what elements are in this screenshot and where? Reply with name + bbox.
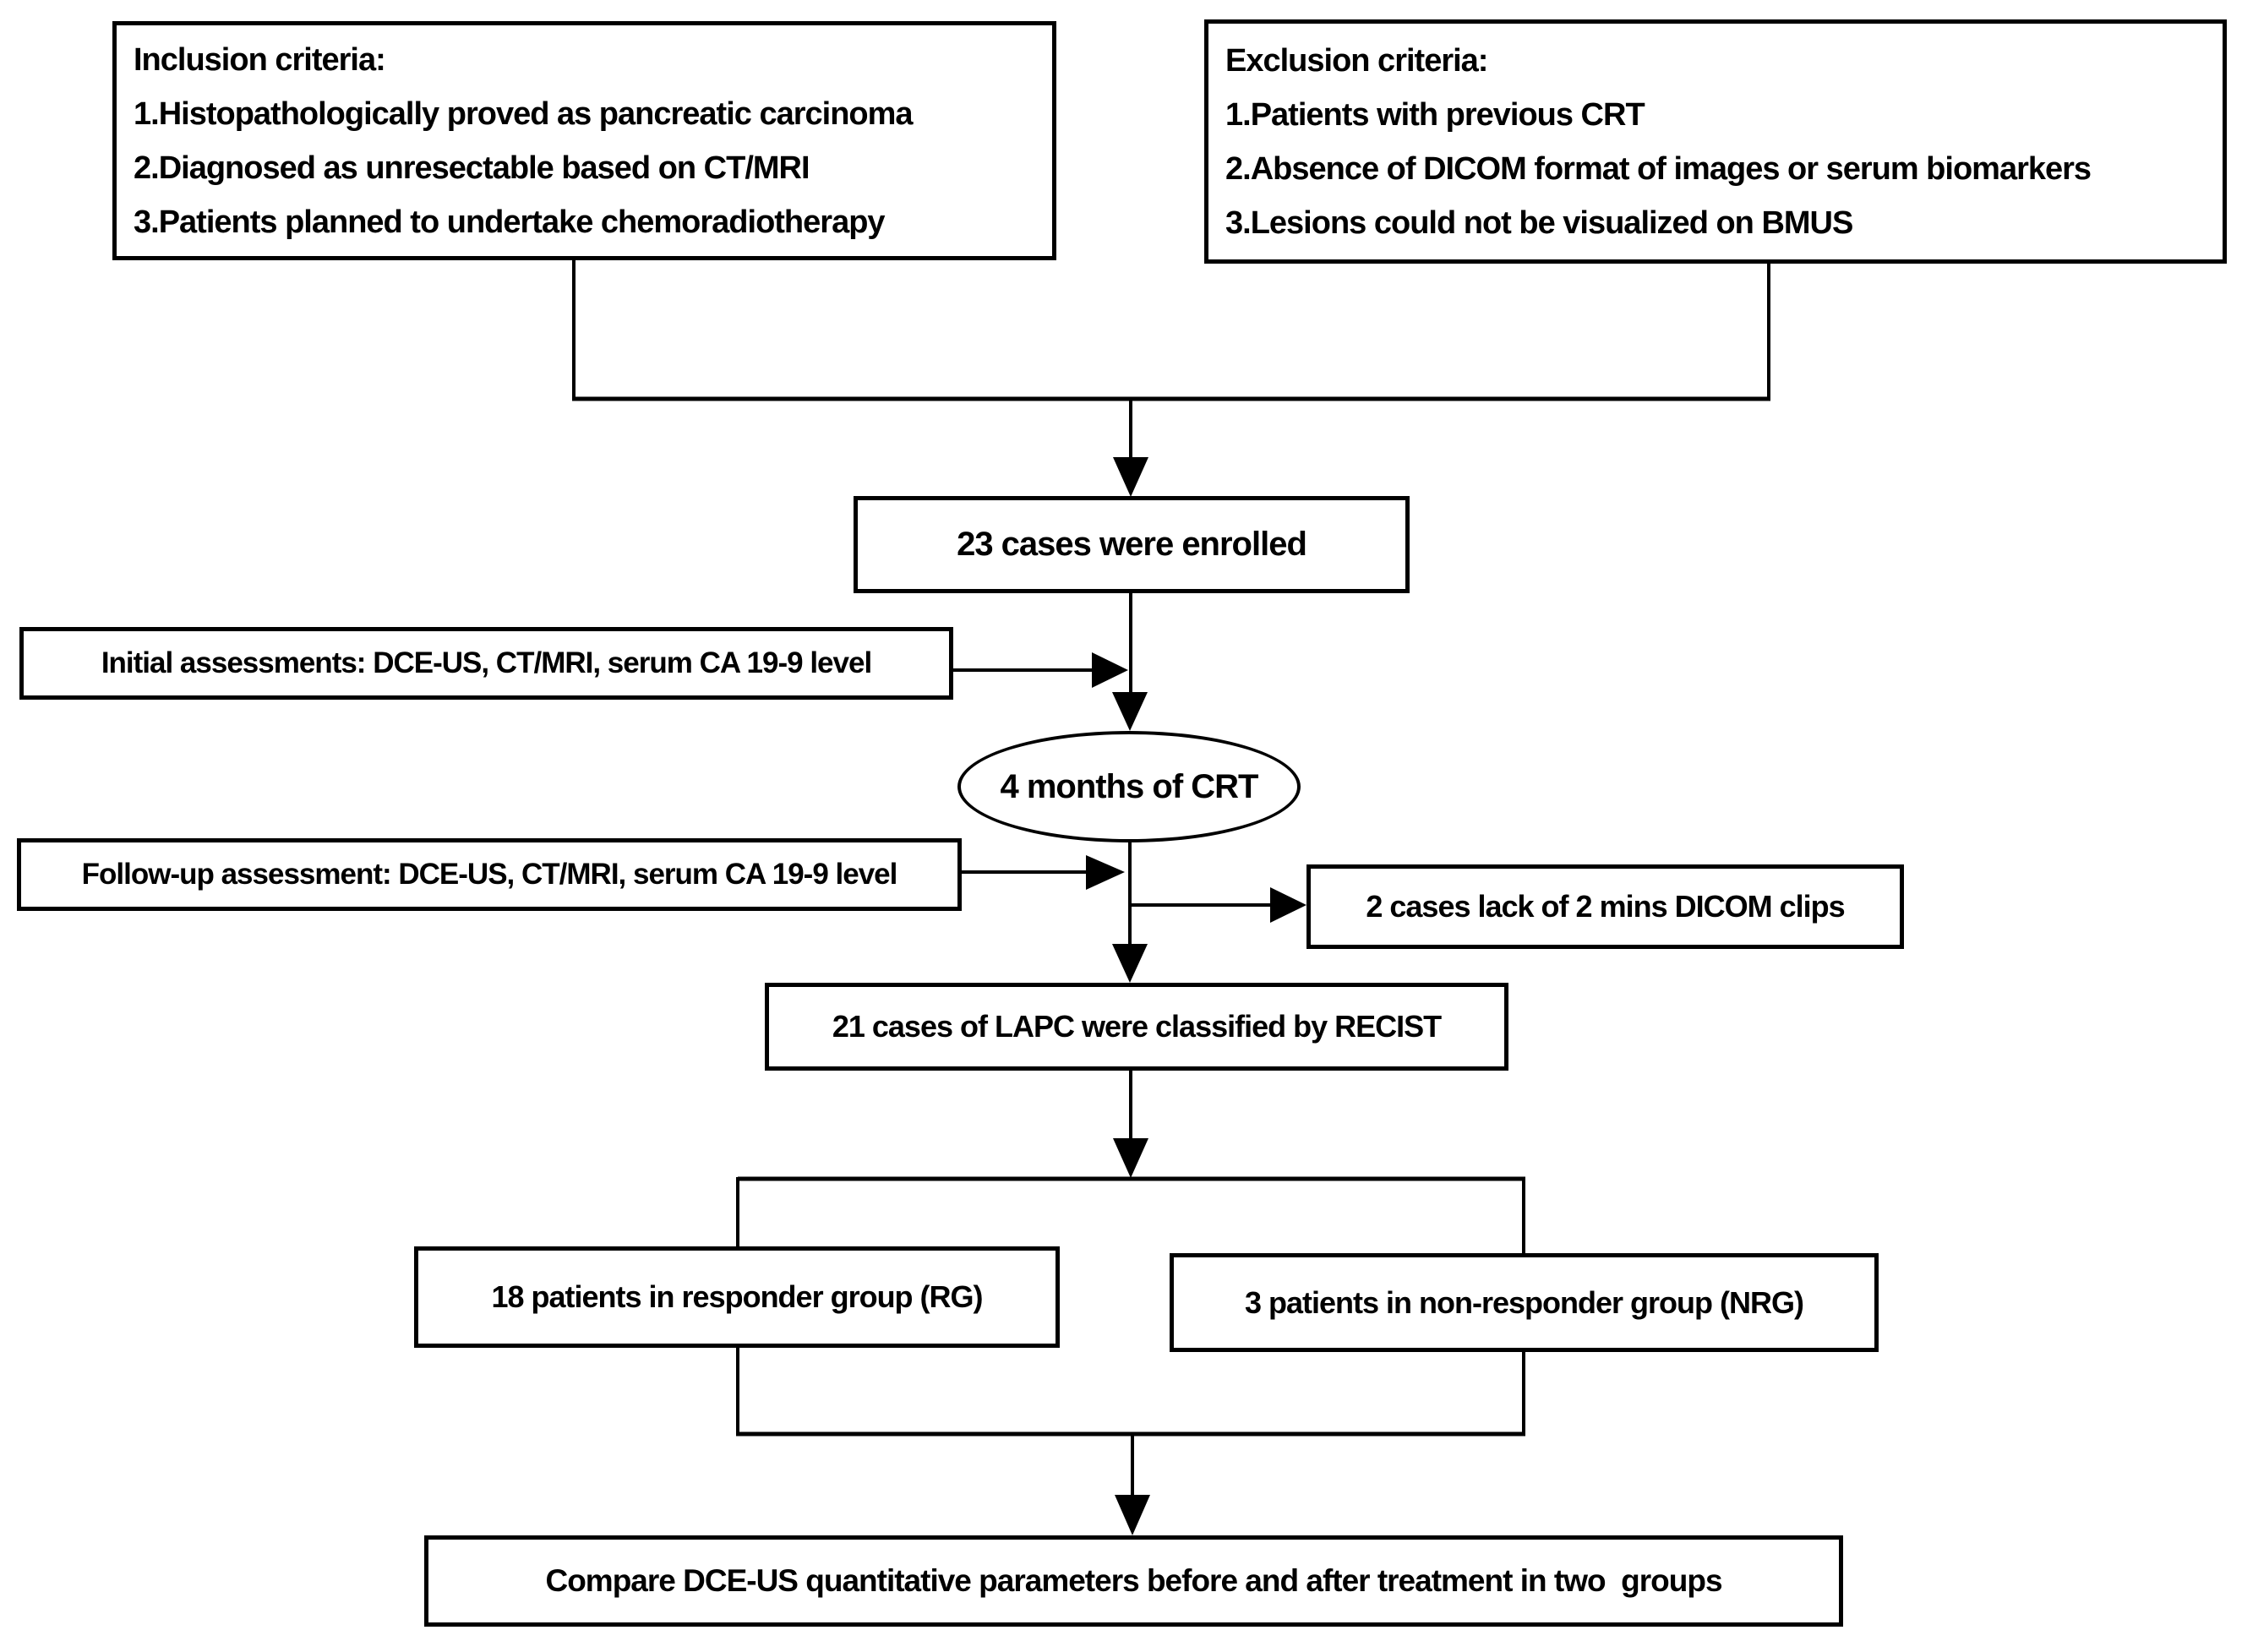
responder-group-box: 18 patients in responder group (RG) — [414, 1246, 1060, 1348]
arrowhead-right-icon — [1086, 855, 1125, 890]
inclusion-criteria-item: 1.Histopathologically proved as pancreat… — [134, 95, 914, 132]
followup-assessment-label: Follow-up assessment: DCE-US, CT/MRI, se… — [81, 858, 898, 891]
criteria-merge-connector — [572, 260, 1770, 497]
initial-assessment-connector — [953, 652, 1128, 688]
inclusion-criteria-item: 3.Patients planned to undertake chemorad… — [134, 204, 886, 240]
exclusion-criteria-item: 3.Lesions could not be visualized on BMU… — [1225, 204, 1853, 241]
arrowhead-down-icon — [1112, 944, 1148, 983]
arrowhead-right-icon — [1092, 652, 1128, 688]
merge-to-comparison-connector — [736, 1345, 1525, 1535]
comparison-box: Compare DCE-US quantitative parameters b… — [424, 1535, 1843, 1627]
dropped-cases-label: 2 cases lack of 2 mins DICOM clips — [1366, 889, 1845, 924]
enrolled-box: 23 cases were enrolled — [854, 496, 1410, 593]
arrowhead-down-icon — [1112, 692, 1148, 731]
inclusion-criteria-box: Inclusion criteria: 1.Histopathologicall… — [112, 21, 1056, 260]
followup-assessment-box: Follow-up assessment: DCE-US, CT/MRI, se… — [17, 838, 962, 911]
responder-group-label: 18 patients in responder group (RG) — [491, 1279, 983, 1314]
arrowhead-down-icon — [1113, 1138, 1148, 1178]
non-responder-group-label: 3 patients in non-responder group (NRG) — [1245, 1284, 1804, 1320]
crt-ellipse: 4 months of CRT — [957, 731, 1301, 842]
recist-classified-box: 21 cases of LAPC were classified by RECI… — [765, 983, 1508, 1071]
followup-assessment-connector — [962, 855, 1125, 890]
arrowhead-right-icon — [1270, 887, 1306, 923]
exclusion-criteria-item: 2.Absence of DICOM format of images or s… — [1225, 150, 2092, 187]
enrolled-label: 23 cases were enrolled — [957, 526, 1307, 563]
enrolled-to-crt-connector — [1112, 593, 1148, 731]
initial-assessment-label: Initial assessments: DCE-US, CT/MRI, ser… — [101, 646, 872, 679]
arrowhead-down-icon — [1113, 457, 1148, 497]
exclusion-criteria-item: 1.Patients with previous CRT — [1225, 96, 1645, 133]
comparison-label: Compare DCE-US quantitative parameters b… — [545, 1563, 1722, 1598]
initial-assessment-box: Initial assessments: DCE-US, CT/MRI, ser… — [19, 627, 953, 700]
split-to-groups-connector — [736, 1071, 1525, 1257]
dropped-cases-box: 2 cases lack of 2 mins DICOM clips — [1306, 864, 1904, 949]
arrowhead-down-icon — [1115, 1495, 1150, 1535]
inclusion-criteria-title: Inclusion criteria: — [134, 41, 386, 78]
crt-to-classified-connector — [1112, 842, 1148, 983]
recist-classified-label: 21 cases of LAPC were classified by RECI… — [832, 1009, 1442, 1044]
exclusion-criteria-title: Exclusion criteria: — [1225, 42, 1488, 79]
exclusion-criteria-box: Exclusion criteria: 1.Patients with prev… — [1204, 19, 2227, 264]
inclusion-criteria-item: 2.Diagnosed as unresectable based on CT/… — [134, 150, 810, 186]
non-responder-group-box: 3 patients in non-responder group (NRG) — [1170, 1253, 1879, 1352]
crt-label: 4 months of CRT — [1000, 767, 1259, 805]
dropout-branch-connector — [1130, 887, 1306, 923]
